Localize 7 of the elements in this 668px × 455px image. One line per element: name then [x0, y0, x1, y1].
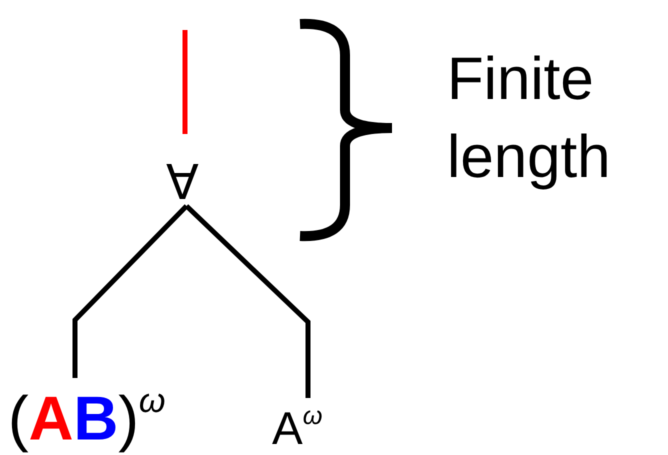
- tree-node-label: (AB)$^{ω}$: [8, 384, 166, 450]
- tree-edge: [184, 204, 310, 398]
- tree-node-label: ∀: [166, 160, 199, 208]
- branch-line: [182, 30, 188, 134]
- tree-node-label: A$^{ω}$: [272, 404, 322, 452]
- annotation-text: Finite length: [447, 44, 612, 192]
- tree-edge: [72, 204, 188, 378]
